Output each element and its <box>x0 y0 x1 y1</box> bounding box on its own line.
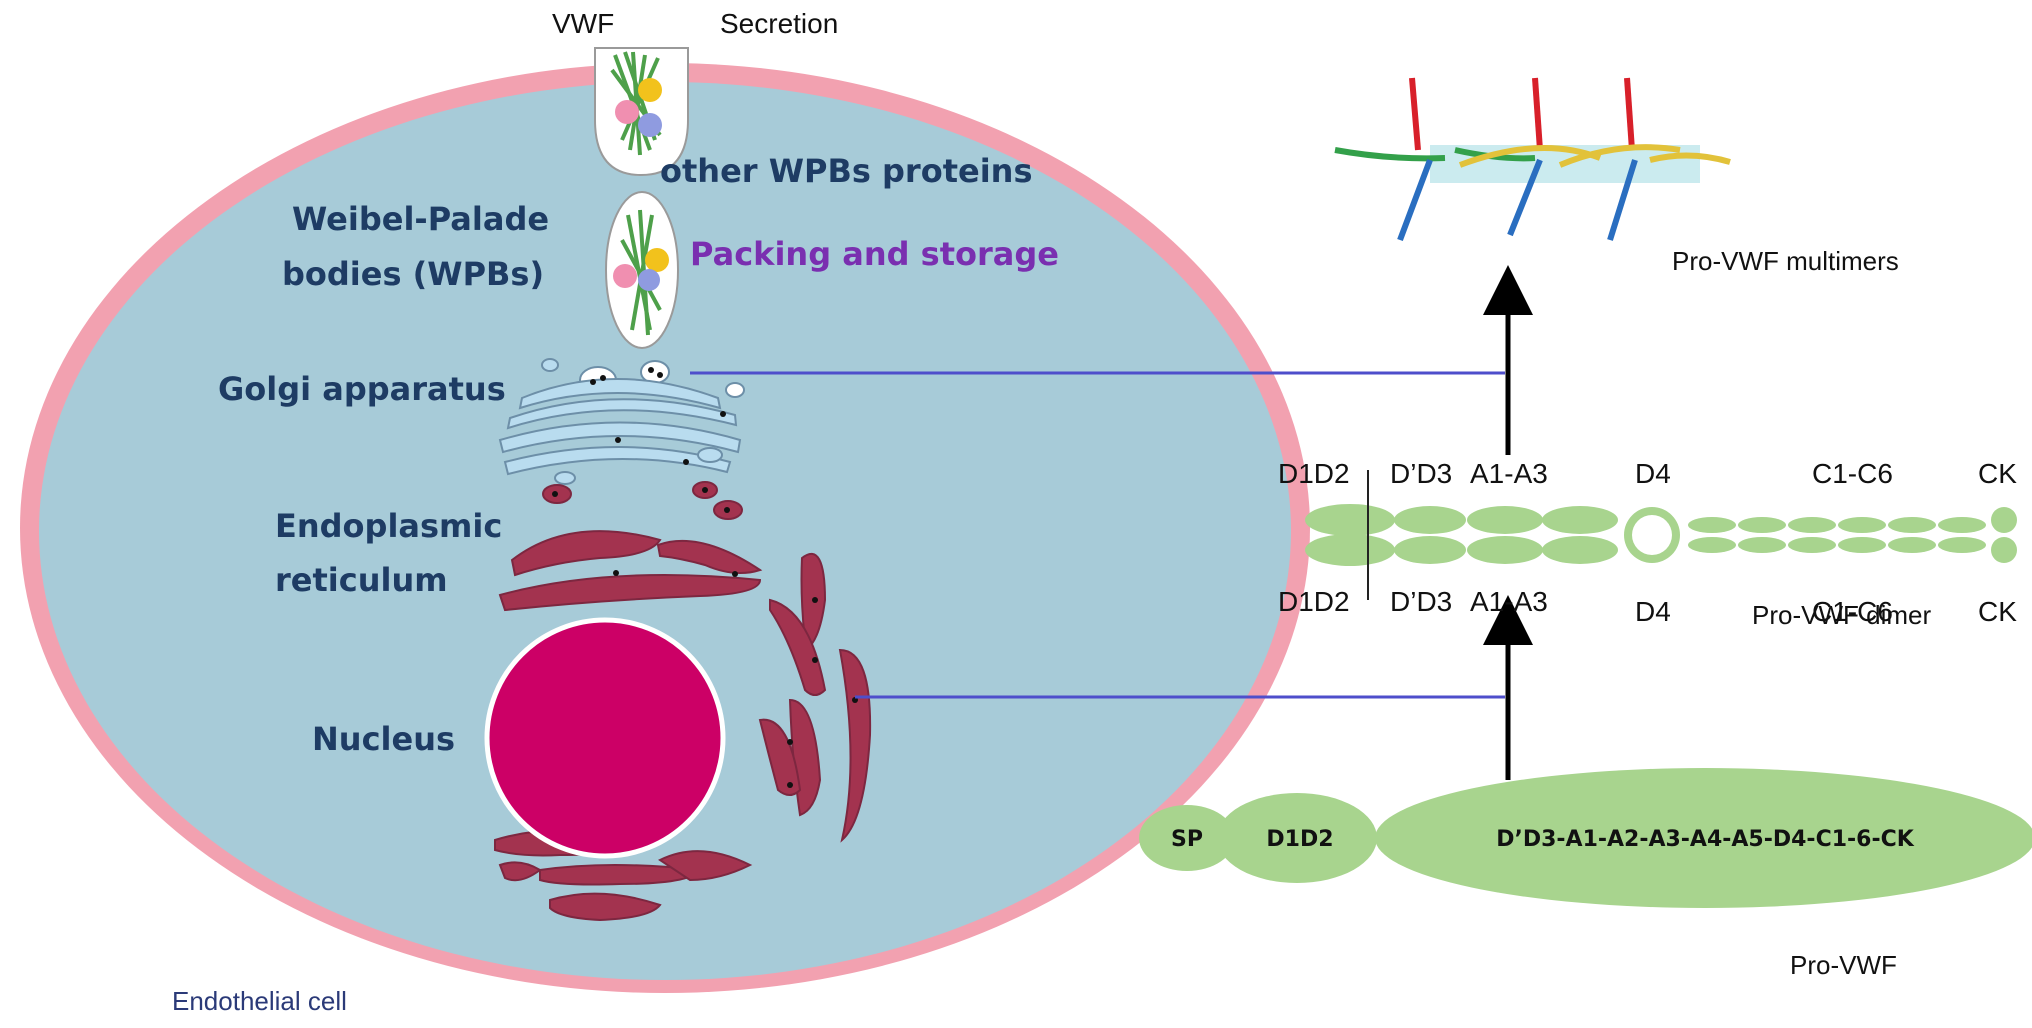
dimer-d1d2-bottom <box>1305 534 1395 566</box>
golgi-vesicle <box>697 447 723 463</box>
dimer-ck-bottom <box>1991 537 2017 563</box>
wpb-label-line1: Weibel-Palade <box>292 200 550 238</box>
dimer-a-domain <box>1542 536 1618 564</box>
golgi-apparatus <box>498 358 745 485</box>
dimer-ck-top <box>1991 507 2017 533</box>
other-wpbs-proteins-label: other WPBs proteins <box>660 152 1033 190</box>
dimer-bottom-c: C1-C6 <box>1812 596 1893 627</box>
wpb-label-line2: bodies (WPBs) <box>282 255 545 293</box>
golgi-cisterna <box>498 421 742 454</box>
golgi-cisterna <box>506 398 738 430</box>
dimer-top-ck: CK <box>1978 458 2017 489</box>
golgi-vesicle <box>541 358 559 372</box>
dimer-label: Pro-VWF dimer <box>1752 600 1932 630</box>
dimer-top-a: A1-A3 <box>1470 458 1548 489</box>
dimer-a-domain <box>1467 536 1543 564</box>
dimer-a-domain <box>1467 506 1543 534</box>
secretion-label: Secretion <box>720 8 839 39</box>
multimer-red-chain <box>1409 77 1635 151</box>
dimer-bottom-d1d2: D1D2 <box>1278 586 1350 617</box>
dimer-d1d2-top <box>1305 504 1395 536</box>
secreting-wpb <box>594 47 689 177</box>
er-label-line2: reticulum <box>275 561 448 599</box>
wpb-protein-yellow-2 <box>645 248 669 272</box>
nucleus-label: Nucleus <box>312 720 456 758</box>
wpb-protein-pink-2 <box>613 264 637 288</box>
wpb-protein-blue <box>638 113 662 137</box>
er-sheet <box>510 530 662 577</box>
mature-vwf-domain <box>1375 768 2032 908</box>
dimer-top-d1d2: D1D2 <box>1278 458 1350 489</box>
er-sheet <box>658 850 753 882</box>
multimer-blue-chain <box>1397 158 1638 242</box>
dimer-top-d4: D4 <box>1635 458 1671 489</box>
stored-wpb <box>605 191 679 349</box>
endothelial-cell <box>20 63 1310 993</box>
provwf-multimers <box>1334 77 1731 242</box>
mature-vwf-label: D’D3-A1-A2-A3-A4-A5-D4-C1-6-CK <box>1496 827 1915 852</box>
sp-domain <box>1139 805 1235 871</box>
sp-label: SP <box>1171 827 1203 852</box>
er-sheet <box>498 861 542 882</box>
multimer-yellow-chain <box>1458 144 1731 168</box>
d1d2-domain <box>1217 793 1377 883</box>
er-sheet <box>656 539 763 575</box>
multimers-label: Pro-VWF multimers <box>1672 246 1899 276</box>
golgi-vesicle <box>554 471 576 485</box>
golgi-cisterna <box>503 446 732 476</box>
er-cargo-dots <box>552 487 858 788</box>
dimer-top-c: C1-C6 <box>1812 458 1893 489</box>
er-label-line1: Endoplasmic <box>275 507 503 545</box>
dimer-dd3-domain <box>1394 506 1466 534</box>
nucleus <box>484 617 726 859</box>
dimer-bottom-a: A1-A3 <box>1470 586 1548 617</box>
wpb-protein-yellow <box>638 78 662 102</box>
dimer-dd3-domain <box>1394 536 1466 564</box>
packing-storage-label: Packing and storage <box>690 235 1059 273</box>
dimer-bottom-dd3: D’D3 <box>1390 586 1453 617</box>
dimer-bottom-ck: CK <box>1978 596 2017 627</box>
golgi-vesicle <box>725 382 745 398</box>
dimer-a-domain <box>1542 506 1618 534</box>
wpb-protein-pink <box>615 100 639 124</box>
provwf-label: Pro-VWF <box>1790 950 1897 980</box>
provwf-monomer: SP D1D2 D’D3-A1-A2-A3-A4-A5-D4-C1-6-CK <box>1139 768 2032 908</box>
er-sheet <box>758 718 802 796</box>
dimer-top-dd3: D’D3 <box>1390 458 1453 489</box>
golgi-cisterna <box>518 378 722 410</box>
wpb-protein-blue-2 <box>638 269 660 291</box>
golgi-label: Golgi apparatus <box>218 370 506 408</box>
dimer-c-domains <box>1688 517 1986 553</box>
multimer-green-chain <box>1334 147 1536 162</box>
cell-cytoplasm <box>39 82 1291 980</box>
golgi-cargo-dots <box>590 367 726 465</box>
er-sheet <box>498 574 762 612</box>
dimer-bottom-d4: D4 <box>1635 596 1671 627</box>
vwf-label: VWF <box>552 8 615 39</box>
endothelial-cell-label: Endothelial cell <box>172 986 347 1016</box>
er-sheet <box>549 892 662 922</box>
provwf-dimer <box>1305 504 2017 566</box>
er-sheet <box>769 598 827 696</box>
d1d2-label: D1D2 <box>1266 827 1333 852</box>
dimer-d4-hole <box>1632 515 1672 555</box>
